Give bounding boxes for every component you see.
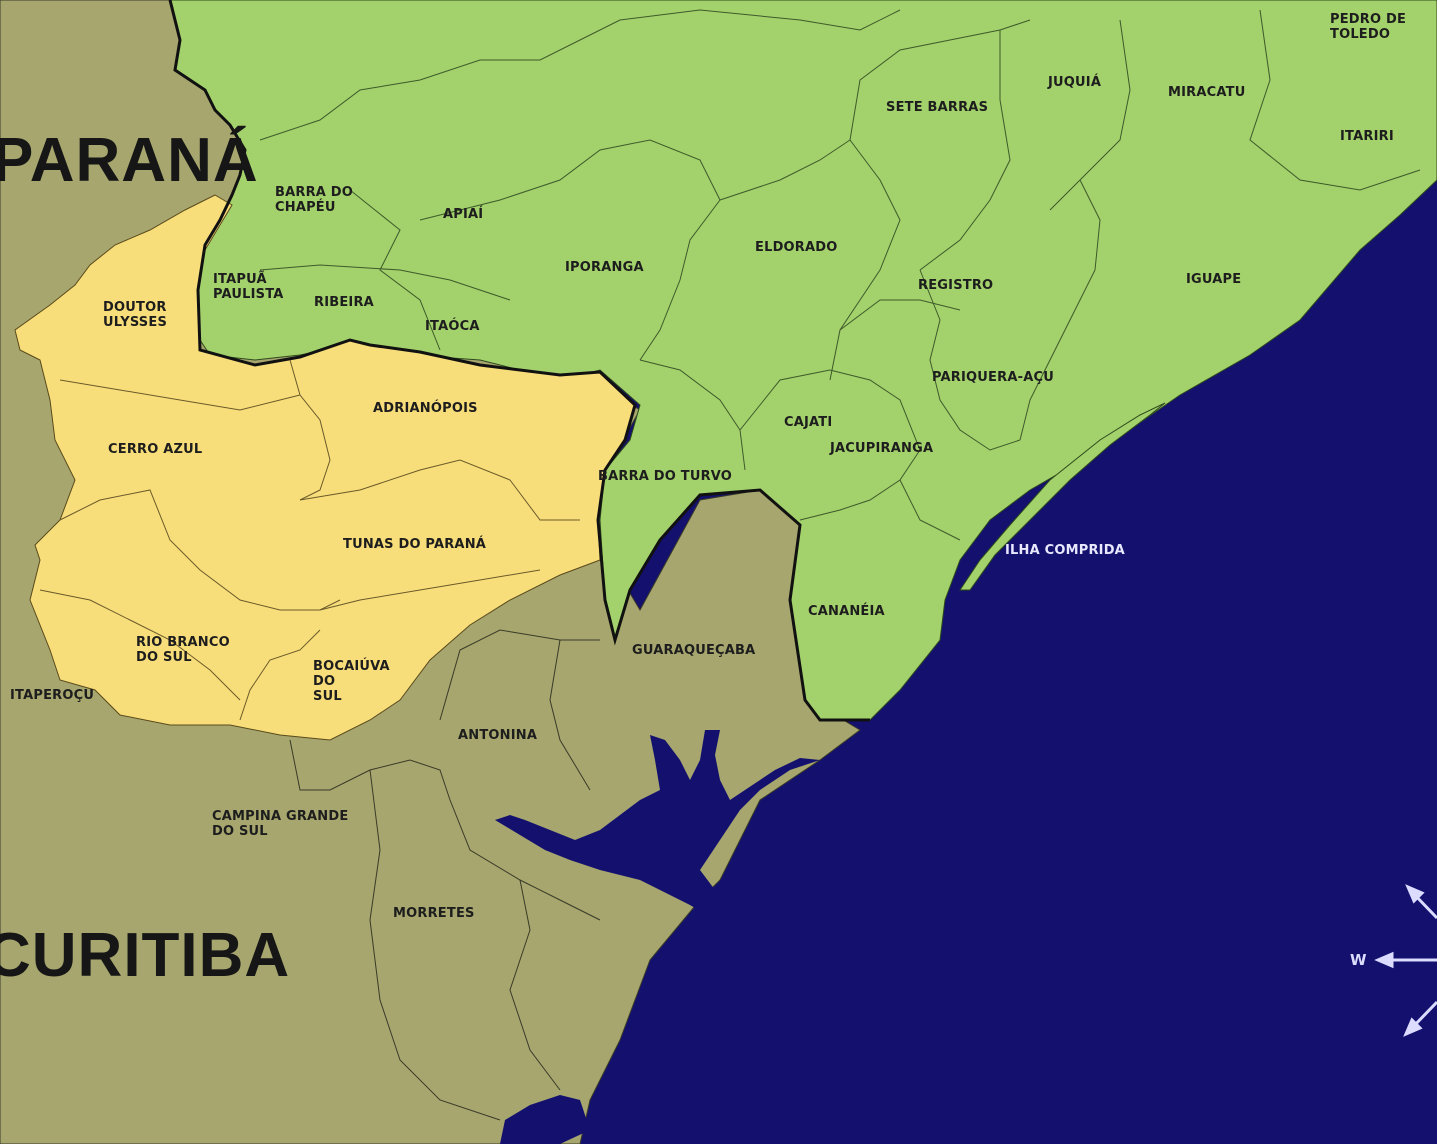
label-pariquera-acu: PARIQUERA-AÇU — [932, 370, 1054, 385]
label-line: ITAPUÃ — [213, 272, 267, 287]
label-jacupiranga: JACUPIRANGA — [830, 441, 934, 456]
label-line: BOCAIÚVA — [313, 659, 390, 674]
label-line: ULYSSES — [103, 315, 168, 330]
region-label-curitiba: CURITIBA — [0, 921, 291, 990]
label-tunas-do-parana: TUNAS DO PARANÁ — [343, 537, 487, 552]
label-line: DOUTOR — [103, 300, 167, 315]
bay-water-area — [495, 730, 820, 935]
label-barra-do-turvo: BARRA DO TURVO — [598, 469, 733, 484]
label-iporanga: IPORANGA — [565, 260, 644, 275]
label-line: CAMPINA GRANDE — [212, 809, 349, 824]
label-miracatu: MIRACATU — [1168, 85, 1246, 100]
bay-water-south-area — [500, 1095, 590, 1144]
label-line: SUL — [313, 689, 342, 704]
region-label-parana: PARANÁ — [0, 126, 259, 195]
label-guaraquecaba: GUARAQUEÇABA — [632, 643, 756, 658]
label-campina-grande-do-sul: CAMPINA GRANDE DO SUL — [212, 809, 348, 839]
label-line: TOLEDO — [1330, 27, 1391, 42]
label-cajati: CAJATI — [784, 415, 833, 430]
ilha-comprida-area — [959, 402, 1166, 591]
label-doutor-ulysses: DOUTOR ULYSSES — [103, 300, 167, 330]
compass-west-label: W — [1350, 951, 1367, 969]
label-itapua-paulista: ITAPUÃ PAULISTA — [213, 272, 284, 302]
municipal-borders — [259, 9, 1421, 541]
label-ribeira: RIBEIRA — [314, 295, 374, 310]
label-line: BARRA DO — [275, 185, 354, 200]
label-sete-barras: SETE BARRAS — [886, 100, 989, 115]
label-line: CHAPÉU — [275, 200, 336, 215]
label-eldorado: ELDORADO — [755, 240, 838, 255]
label-iguape: IGUAPE — [1186, 272, 1242, 287]
state-border-line — [168, 0, 870, 722]
label-line: RIO BRANCO — [136, 635, 230, 650]
label-morretes: MORRETES — [393, 906, 475, 921]
label-pedro-de-toledo: PEDRO DE TOLEDO — [1330, 12, 1406, 42]
label-adrianopolis: ADRIANÓPOIS — [373, 401, 478, 416]
label-bocaiuva-do-sul: BOCAIÚVA DO SUL — [313, 659, 390, 704]
label-cananeia: CANANÉIA — [808, 604, 885, 619]
label-line: PAULISTA — [213, 287, 284, 302]
label-rio-branco-do-sul: RIO BRANCO DO SUL — [136, 635, 230, 665]
label-juquia: JUQUIÁ — [1048, 75, 1102, 90]
label-line: PEDRO DE — [1330, 12, 1407, 27]
label-line: DO — [313, 674, 336, 689]
label-itaoca: ITAÓCA — [425, 319, 480, 334]
label-barra-do-chapeu: BARRA DO CHAPÉU — [275, 185, 353, 215]
compass-rose — [1374, 884, 1437, 1037]
label-cerro-azul: CERRO AZUL — [108, 442, 203, 457]
label-line: DO SUL — [212, 824, 268, 839]
parana-municipal-borders — [39, 359, 580, 721]
label-antonina: ANTONINA — [458, 728, 538, 743]
label-line: DO SUL — [136, 650, 192, 665]
label-apiai: APIAÍ — [443, 207, 484, 222]
label-ilha-comprida: ILHA COMPRIDA — [1005, 543, 1125, 558]
olive-municipal-borders — [289, 629, 601, 1121]
label-registro: REGISTRO — [918, 278, 994, 293]
label-itariri: ITARIRI — [1340, 129, 1394, 144]
label-itaperocu: ITAPEROÇU — [10, 688, 95, 703]
